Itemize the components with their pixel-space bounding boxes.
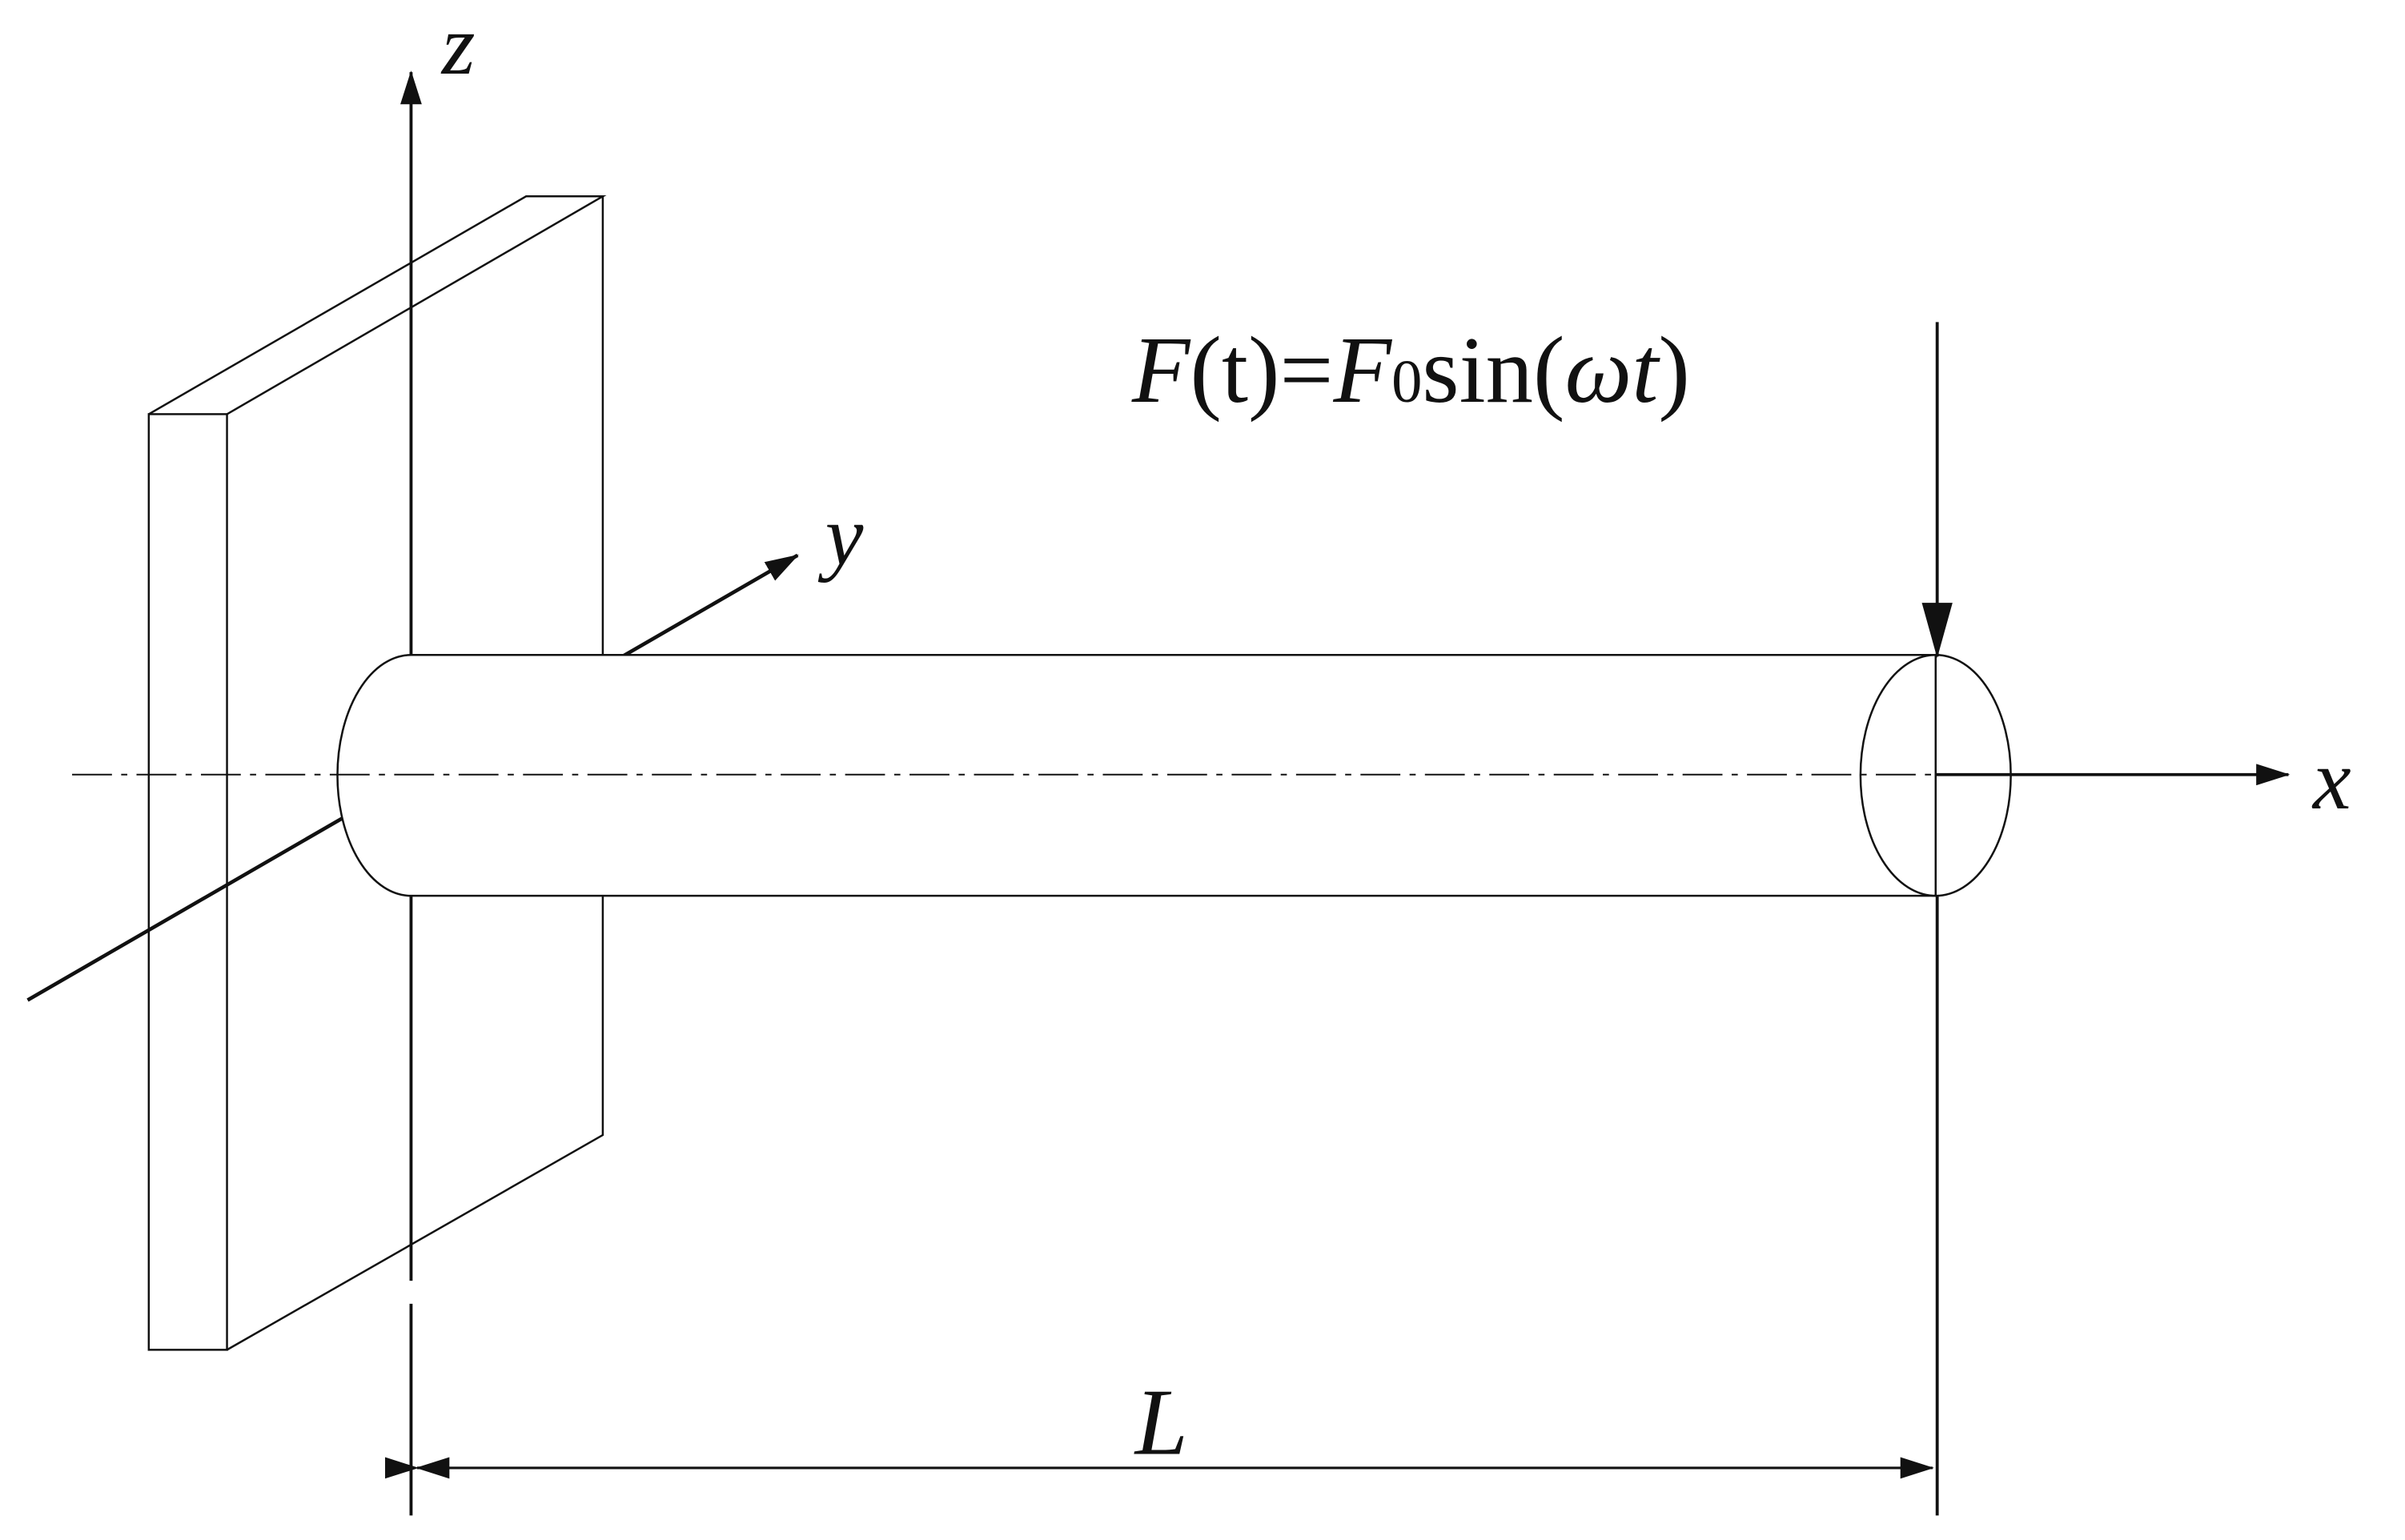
length-label: L [1134, 1370, 1188, 1475]
z-axis-label: z [440, 0, 476, 93]
wall-plate [147, 195, 607, 1351]
y-axis-label: y [818, 488, 864, 584]
x-axis-label: x [2311, 732, 2351, 828]
force-formula: F(t)=F0sin(ωt) [1131, 317, 1690, 423]
